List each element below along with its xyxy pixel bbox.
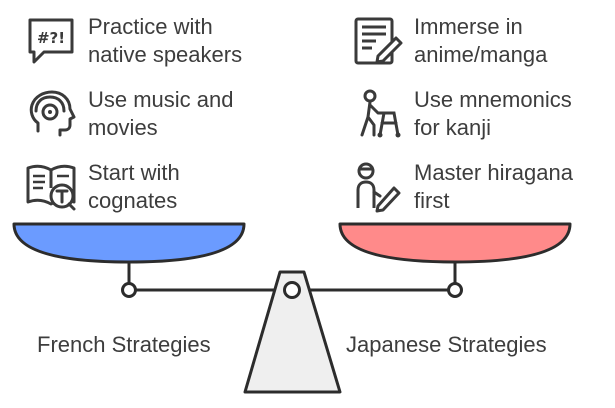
right-item-2: Use mnemonics for kanji <box>350 87 572 142</box>
left-item-3-label: Start with cognates <box>88 160 180 213</box>
document-pen-icon <box>354 17 403 65</box>
walker-person-icon <box>360 89 401 138</box>
right-item-1: Immerse in anime/manga <box>350 14 547 69</box>
right-item-1-label: Immerse in anime/manga <box>414 14 548 67</box>
right-pan <box>338 222 572 264</box>
left-pan <box>12 222 246 264</box>
left-item-1: #?! Practice with native speakers <box>24 14 242 69</box>
right-caption: Japanese Strategies <box>346 332 547 357</box>
center-pivot <box>283 281 301 299</box>
left-item-2: Use music and movies <box>24 87 234 142</box>
fulcrum-stand <box>243 270 342 394</box>
right-pivot <box>447 282 463 298</box>
speech-bubble-icon: #?! <box>28 18 74 64</box>
right-item-2-label: Use mnemonics for kanji <box>414 87 572 140</box>
left-item-3: Start with cognates <box>24 160 180 215</box>
right-item-3-label: Master hiragana first <box>414 160 573 213</box>
book-translate-icon <box>26 164 76 211</box>
right-item-3: Master hiragana first <box>350 160 573 215</box>
left-pivot <box>121 282 137 298</box>
left-item-1-label: Practice with native speakers <box>88 14 243 67</box>
left-item-2-label: Use music and movies <box>88 87 234 140</box>
left-caption: French Strategies <box>37 332 211 357</box>
head-headphones-icon <box>29 90 76 137</box>
person-writing-icon <box>356 162 401 213</box>
svg-text:#?!: #?! <box>37 29 65 47</box>
